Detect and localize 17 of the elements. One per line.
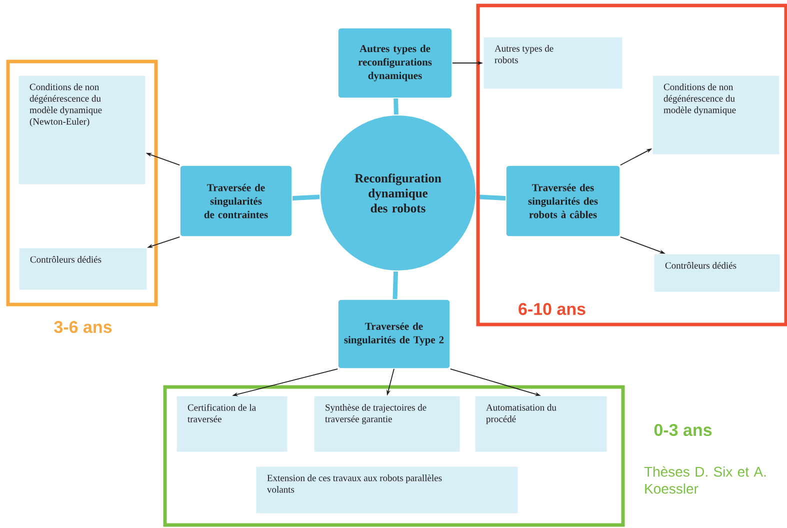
task-box: Certification de la traversée <box>176 396 288 452</box>
topic-box: Autres types de reconfigurations dynamiques <box>338 28 452 98</box>
topic-box: Traversée de singularités de Type 2 <box>338 299 450 369</box>
period-label: 0-3 ans <box>654 424 712 436</box>
topic-box: Traversée des singularités des robots à câbles <box>506 165 620 237</box>
task-box: Conditions de non dégénérescence du modèle dynamique <box>652 75 780 155</box>
task-box: Synthèse de trajectoires de traversée garantie <box>314 396 460 452</box>
period-label: 6-10 ans <box>518 302 586 316</box>
period-label: 3-6 ans <box>54 320 112 334</box>
task-box: Extension de ces travaux aux robots parallèles volants <box>256 466 518 514</box>
task-box: Conditions de non dégénérescence du modèle dynamique (Newton-Euler) <box>18 75 146 185</box>
task-box: Autres types de robots <box>483 36 623 90</box>
task-box: Contrôleurs dédiés <box>654 254 780 292</box>
task-box: Contrôleurs dédiés <box>18 248 148 290</box>
task-box: Automatisation du procédé <box>474 396 608 452</box>
topic-box: Traversée de singularités de contraintes <box>180 165 292 237</box>
note-text: Thèses D. Six et A. Koessler <box>644 466 766 494</box>
